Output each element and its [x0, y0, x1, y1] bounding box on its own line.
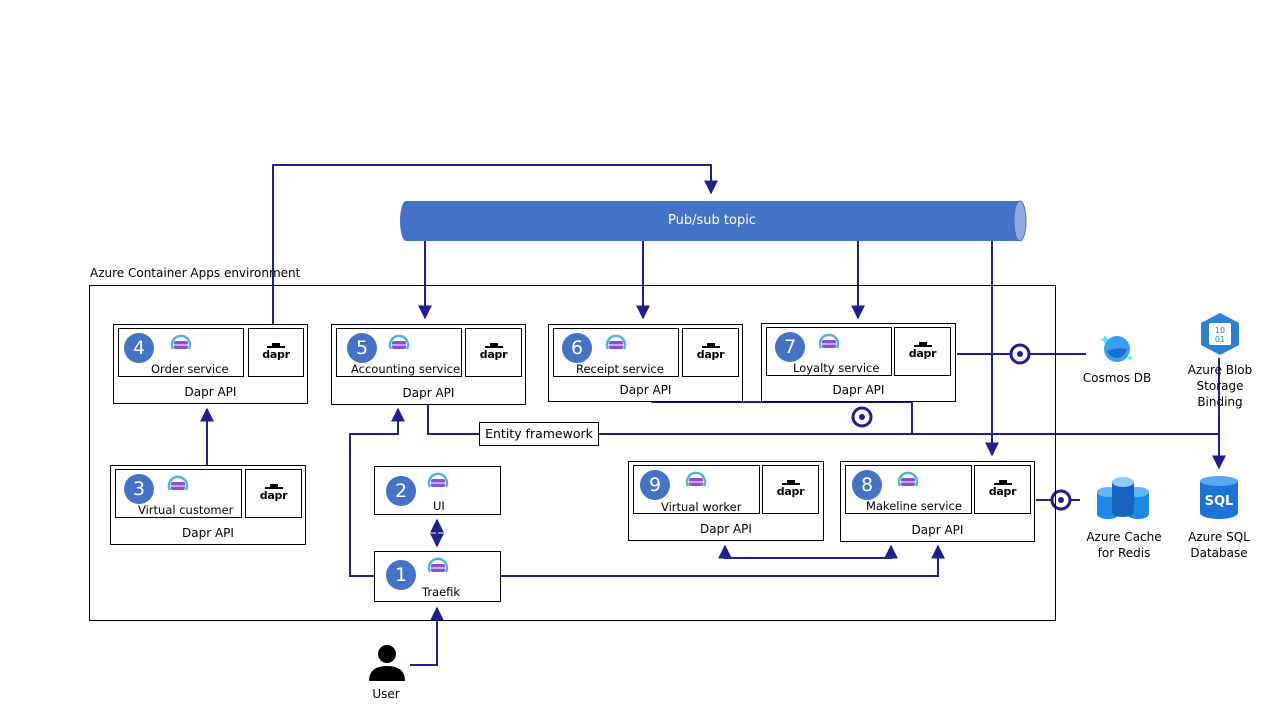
user-to-traefik-arrow — [410, 606, 444, 666]
dapr-logo-icon: dapr — [906, 341, 940, 362]
cosmos-db-icon — [1100, 335, 1133, 362]
container-app-icon — [605, 334, 627, 350]
step-number-badge: 8 — [852, 470, 882, 500]
virtual-worker-name: Virtual worker — [661, 500, 742, 514]
ui-box[interactable]: 2 UI — [374, 466, 501, 515]
dapr-api-label: Dapr API — [182, 526, 234, 540]
sql-icon-text: SQL — [1205, 494, 1234, 509]
step-number-badge: 4 — [124, 333, 154, 363]
container-app-icon — [685, 471, 707, 487]
dapr-sidecar: dapr — [762, 465, 819, 514]
user-label: User — [372, 687, 400, 701]
container-app-icon — [897, 471, 919, 487]
step-number-badge: 6 — [562, 333, 592, 363]
dapr-sidecar: dapr — [245, 469, 302, 518]
receipt-service-box[interactable]: 6 Receipt service dapr Dapr API — [548, 324, 743, 402]
traefik-to-makeline-arrow — [501, 544, 945, 577]
dapr-sidecar: dapr — [465, 328, 522, 377]
virtual-worker-box[interactable]: 9 Virtual worker dapr Dapr API — [628, 461, 824, 541]
dapr-logo-icon: dapr — [259, 342, 293, 363]
dapr-logo-icon: dapr — [694, 342, 728, 363]
order-service-box[interactable]: 4 Order service dapr Dapr API — [113, 324, 308, 404]
user-icon — [369, 645, 405, 681]
virtual-worker-app[interactable]: 9 Virtual worker — [633, 465, 760, 514]
step-number-badge: 1 — [386, 560, 416, 590]
blob-icon-text-top: 10 — [1215, 326, 1225, 335]
makeline-service-box[interactable]: 8 Makeline service dapr Dapr API — [840, 461, 1035, 542]
dapr-sidecar: dapr — [894, 327, 951, 376]
dapr-logo-icon: dapr — [986, 479, 1020, 500]
dapr-sidecar: dapr — [682, 328, 739, 377]
step-number-badge: 2 — [386, 476, 416, 506]
virtual-customer-box[interactable]: 3 Virtual customer dapr Dapr API — [110, 465, 306, 545]
step-number-badge: 3 — [124, 474, 154, 504]
traefik-name: Traefik — [422, 585, 461, 599]
dapr-api-label: Dapr API — [619, 383, 672, 397]
accounting-service-app[interactable]: 5 Accounting service — [336, 328, 462, 377]
receipt-to-blob-line — [651, 401, 913, 434]
cosmos-db-label: Cosmos DB — [1082, 371, 1152, 385]
receipt-service-app[interactable]: 6 Receipt service — [553, 328, 679, 377]
accounting-to-sql-line — [427, 405, 1226, 470]
virtual-customer-name: Virtual customer — [138, 503, 234, 517]
loyalty-service-app[interactable]: 7 Loyalty service — [766, 327, 892, 376]
redis-cache-icon — [1097, 477, 1149, 519]
step-number-badge: 7 — [775, 332, 805, 362]
order-service-name: Order service — [151, 362, 229, 376]
receipt-service-name: Receipt service — [576, 362, 664, 376]
dapr-api-label: Dapr API — [184, 385, 237, 399]
dapr-logo-icon: dapr — [774, 479, 808, 500]
blob-icon-text-bottom: 01 — [1215, 335, 1225, 344]
worker-makeline-arrow — [718, 544, 898, 559]
accounting-service-name: Accounting service — [351, 362, 461, 376]
makeline-service-app[interactable]: 8 Makeline service — [845, 465, 972, 514]
accounting-service-box[interactable]: 5 Accounting service dapr Dapr API — [331, 324, 526, 405]
blob-storage-icon: 10 01 — [1201, 313, 1239, 355]
loyalty-service-name: Loyalty service — [793, 361, 880, 375]
ui-name: UI — [433, 499, 445, 513]
step-number-badge: 9 — [640, 470, 670, 500]
container-app-icon — [167, 475, 189, 491]
step-number-badge: 5 — [347, 333, 377, 363]
dapr-sidecar: dapr — [248, 328, 304, 377]
container-app-icon — [427, 557, 449, 573]
order-service-app[interactable]: 4 Order service — [118, 328, 244, 377]
traefik-box[interactable]: 1 Traefik — [374, 551, 501, 602]
container-app-icon — [388, 334, 410, 350]
makeline-service-name: Makeline service — [866, 499, 962, 513]
container-apps-environment — [89, 285, 1056, 621]
dapr-api-label: Dapr API — [402, 386, 455, 400]
traefik-to-accounting-arrow — [349, 407, 405, 577]
order-to-topic-arrow — [272, 164, 718, 324]
virtual-customer-app[interactable]: 3 Virtual customer — [115, 469, 242, 518]
pubsub-topic-cylinder — [400, 200, 1027, 242]
container-app-icon — [818, 333, 840, 349]
environment-label: Azure Container Apps environment — [90, 266, 301, 280]
entity-framework-label: Entity framework — [479, 422, 599, 446]
dapr-logo-icon: dapr — [257, 483, 291, 504]
dapr-logo-icon: dapr — [477, 342, 511, 363]
dapr-api-label: Dapr API — [700, 522, 752, 536]
dapr-sidecar: dapr — [974, 465, 1031, 514]
container-app-icon — [170, 334, 192, 350]
loyalty-service-box[interactable]: 7 Loyalty service dapr Dapr API — [761, 323, 956, 402]
sql-database-icon: SQL — [1200, 476, 1238, 519]
pubsub-topic-label: Pub/sub topic — [668, 213, 756, 228]
dapr-api-label: Dapr API — [832, 383, 885, 397]
dapr-api-label: Dapr API — [911, 523, 964, 537]
container-app-icon — [427, 472, 449, 488]
